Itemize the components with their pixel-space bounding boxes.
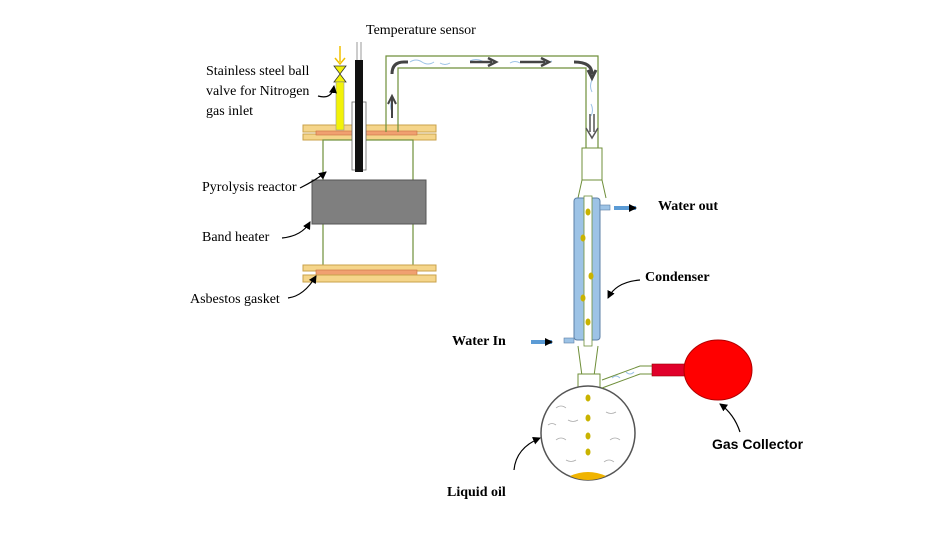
gas-collector-neck	[651, 363, 687, 377]
flow-arrow-corner-left-icon	[390, 60, 408, 75]
leader-gas-collector	[719, 403, 741, 433]
liquid-oil-pool	[570, 472, 606, 480]
flow-arrow-corner-down-icon	[573, 60, 598, 82]
condenser	[531, 147, 637, 377]
temperature-sensor	[351, 42, 367, 172]
vapor-pipe	[385, 55, 599, 148]
gas-collector-bag	[683, 339, 753, 401]
reactor-assembly	[302, 124, 437, 283]
gas-collector	[651, 339, 753, 401]
collection-flask	[540, 365, 652, 481]
leader-band-heater	[281, 221, 311, 239]
bottom-flange-lower	[302, 274, 437, 283]
label-water-in: Water In	[452, 334, 506, 349]
leader-asbestos-gasket	[287, 275, 317, 299]
valve-stem	[335, 81, 345, 131]
label-temperature-sensor: Temperature sensor	[366, 23, 476, 38]
ball-valve-icon	[333, 65, 347, 83]
condenser-inner-tube	[583, 195, 593, 347]
flow-arrow-right-icon-2	[520, 56, 552, 68]
label-band-heater: Band heater	[202, 230, 270, 245]
leader-condenser	[607, 279, 641, 299]
asbestos-gasket	[315, 269, 418, 276]
leader-valve	[317, 85, 337, 98]
label-asbestos-gasket: Asbestos gasket	[190, 292, 280, 307]
nitrogen-valve	[333, 46, 347, 131]
top-gasket	[315, 130, 418, 136]
band-heater	[311, 179, 427, 225]
label-valve-line3: gas inlet	[206, 104, 253, 119]
leader-liquid-oil	[513, 437, 541, 471]
leader-pyrolysis-reactor	[299, 171, 327, 189]
flow-arrow-up-icon	[387, 93, 397, 118]
label-condenser: Condenser	[645, 270, 710, 285]
label-water-out: Water out	[658, 199, 718, 214]
label-valve-line1: Stainless steel ball	[206, 64, 310, 79]
label-pyrolysis-reactor: Pyrolysis reactor	[202, 180, 297, 195]
label-valve-line2: valve for Nitrogen	[206, 84, 309, 99]
flow-arrow-right-icon-1	[470, 56, 499, 68]
flow-arrow-down-icon	[585, 114, 599, 140]
label-gas-collector: Gas Collector	[712, 436, 804, 452]
label-liquid-oil: Liquid oil	[447, 485, 506, 500]
